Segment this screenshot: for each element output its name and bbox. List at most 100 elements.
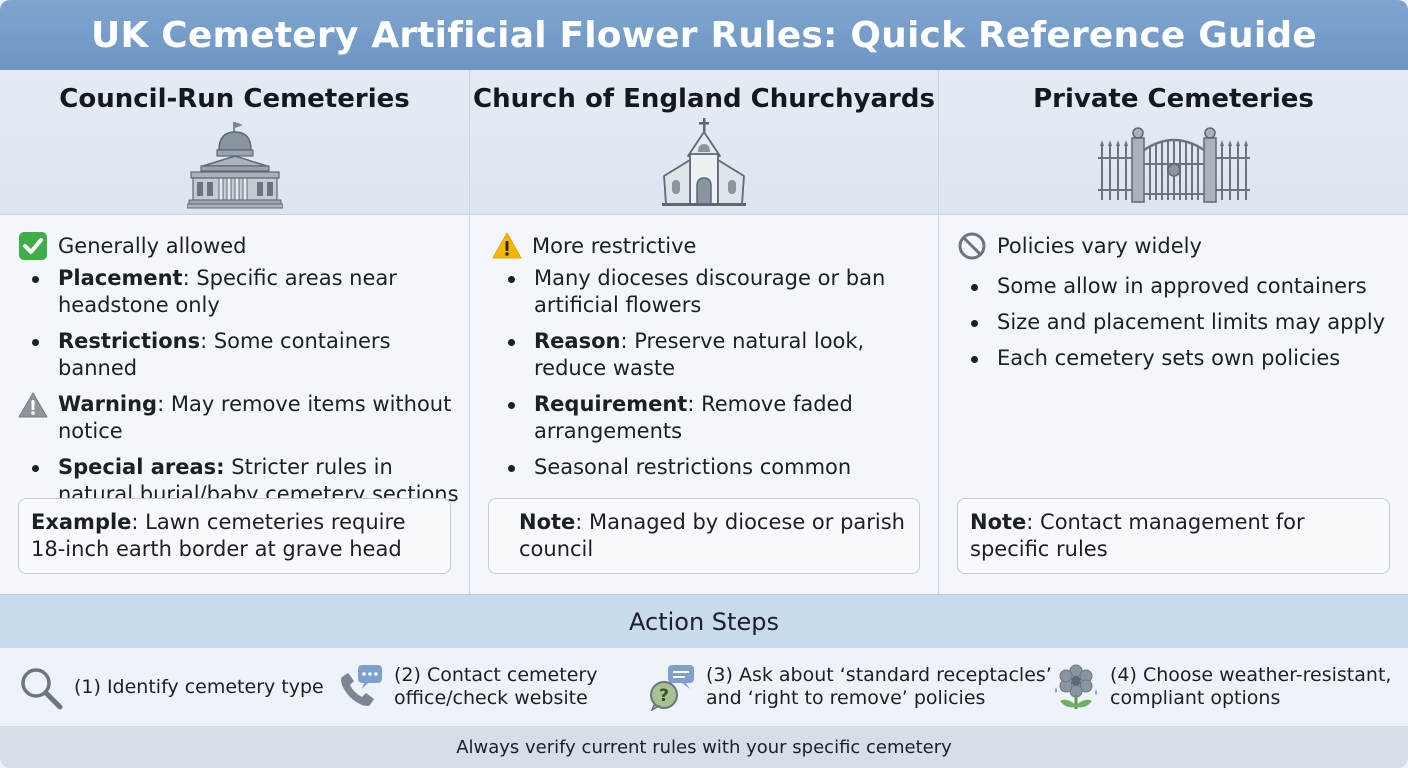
svg-text:?: ? (659, 686, 669, 706)
item-text: Some allow in approved containers (997, 274, 1367, 298)
flower-icon (1055, 664, 1097, 709)
status-text: More restrictive (532, 234, 697, 258)
step-line: (2) Contact cemetery (394, 664, 598, 686)
title-bar: UK Cemetery Artificial Flower Rules: Qui… (0, 0, 1408, 70)
example-note: Example: Lawn cemeteries require 18-inch… (18, 498, 451, 574)
bullet (508, 402, 515, 409)
item-label: Restrictions (58, 329, 201, 353)
council-building-icon (186, 122, 283, 209)
bullet (32, 276, 39, 283)
list-item: Size and placement limits may apply (957, 309, 1398, 336)
question-chat-icon: ? (650, 665, 694, 711)
item-label: Reason (534, 329, 621, 353)
step-line: (4) Choose weather-resistant, (1110, 664, 1392, 686)
rules-list: Many dioceses discourage or ban artifici… (494, 265, 928, 490)
note-text: : Contact management for specific rules (970, 510, 1305, 561)
step-text: (4) Choose weather-resistant, compliant … (1110, 664, 1391, 710)
item-label: Placement (58, 266, 183, 290)
bullet (32, 465, 39, 472)
column-header: Council-Run Cemeteries (0, 70, 469, 215)
column-body: Generally allowed Placement: Specific ar… (0, 215, 469, 594)
warning-icon (492, 232, 522, 259)
status-varies: Policies vary widely (957, 231, 1202, 261)
column-header: Private Cemeteries (939, 70, 1408, 215)
gate-icon (1097, 127, 1250, 203)
list-item: Many dioceses discourage or ban artifici… (494, 265, 928, 319)
private-note: Note: Contact management for specific ru… (957, 498, 1390, 574)
note-label: Note (970, 510, 1027, 534)
bullet (32, 339, 39, 346)
list-item: Special areas: Stricter rules in natural… (18, 454, 459, 508)
rules-list: Placement: Specific areas near headstone… (18, 265, 459, 517)
step-ask: ? (3) Ask about ‘standard receptacles’ a… (648, 648, 1052, 726)
list-item: Warning: May remove items without notice (18, 391, 459, 445)
church-icon (662, 118, 746, 206)
warning-triangle-icon (18, 392, 48, 418)
item-label: Requirement (534, 392, 688, 416)
church-note: Note: Managed by diocese or parish counc… (488, 498, 920, 574)
column-body: More restrictive Many dioceses discourag… (470, 215, 938, 594)
item-text: : May remove items without notice (58, 392, 452, 443)
list-item: Some allow in approved containers (957, 273, 1398, 300)
page-title: UK Cemetery Artificial Flower Rules: Qui… (91, 14, 1317, 56)
rules-list: Some allow in approved containers Size a… (957, 273, 1398, 381)
item-label: Warning (58, 392, 158, 416)
column-heading: Council-Run Cemeteries (59, 84, 410, 114)
status-allowed: Generally allowed (18, 231, 247, 261)
prohibit-icon (958, 232, 986, 260)
column-private: Private Cemeteries (939, 70, 1408, 594)
column-header: Church of England Churchyards (470, 70, 938, 215)
item-text: Size and placement limits may apply (997, 310, 1386, 334)
item-text: Many dioceses discourage or ban artifici… (534, 266, 886, 317)
list-item: Each cemetery sets own policies (957, 345, 1398, 372)
bullet (971, 356, 978, 363)
list-item: Reason: Preserve natural look, reduce wa… (494, 328, 928, 382)
step-text: (1) Identify cemetery type (74, 676, 324, 699)
phone-chat-icon (341, 665, 382, 706)
list-item: Restrictions: Some containers banned (18, 328, 459, 382)
note-label: Example (31, 510, 132, 534)
status-restrictive: More restrictive (492, 231, 696, 261)
step-text: (2) Contact cemetery office/check websit… (394, 664, 597, 710)
step-identify: (1) Identify cemetery type (16, 648, 324, 726)
step-contact: (2) Contact cemetery office/check websit… (336, 648, 597, 726)
item-text: Seasonal restrictions common (534, 455, 852, 479)
item-text: : Specific areas near headstone only (58, 266, 397, 317)
list-item: Placement: Specific areas near headstone… (18, 265, 459, 319)
bullet (508, 339, 515, 346)
column-council: Council-Run Cemeteries (0, 70, 470, 594)
action-steps-header: Action Steps (0, 594, 1408, 648)
list-item: Requirement: Remove faded arrangements (494, 391, 928, 445)
column-heading: Private Cemeteries (1033, 84, 1314, 114)
item-text: : Some containers banned (58, 329, 391, 380)
column-church: Church of England Churchyards (470, 70, 939, 594)
step-line: (1) Identify cemetery type (74, 675, 324, 698)
columns: Council-Run Cemeteries (0, 70, 1408, 594)
check-mark-icon (19, 232, 47, 260)
action-steps: (1) Identify cemetery type (2) Contact c… (0, 648, 1408, 726)
footer-note: Always verify current rules with your sp… (0, 726, 1408, 768)
item-text: : Preserve natural look, reduce waste (534, 329, 865, 380)
list-item: Seasonal restrictions common (494, 454, 928, 481)
item-text: Each cemetery sets own policies (997, 346, 1341, 370)
bullet (508, 276, 515, 283)
bullet (971, 320, 978, 327)
step-line: (3) Ask about ‘standard receptacles’ (706, 664, 1052, 686)
column-body: Policies vary widely Some allow in appro… (939, 215, 1408, 594)
magnifier-icon (21, 668, 63, 710)
item-text: : Remove faded arrangements (534, 392, 853, 443)
step-choose: (4) Choose weather-resistant, compliant … (1052, 648, 1391, 726)
bullet (971, 284, 978, 291)
step-text: (3) Ask about ‘standard receptacles’ and… (706, 664, 1052, 710)
step-line: compliant options (1110, 687, 1281, 709)
item-label: Special areas: (58, 455, 225, 479)
action-steps-heading: Action Steps (629, 607, 779, 636)
status-text: Generally allowed (58, 234, 247, 258)
note-label: Note (519, 510, 576, 534)
bullet (508, 465, 515, 472)
note-text: : Managed by diocese or parish council (519, 510, 905, 561)
note-text: : Lawn cemeteries require 18-inch earth … (31, 510, 406, 561)
status-text: Policies vary widely (997, 234, 1202, 258)
step-line: and ‘right to remove’ policies (706, 687, 986, 709)
